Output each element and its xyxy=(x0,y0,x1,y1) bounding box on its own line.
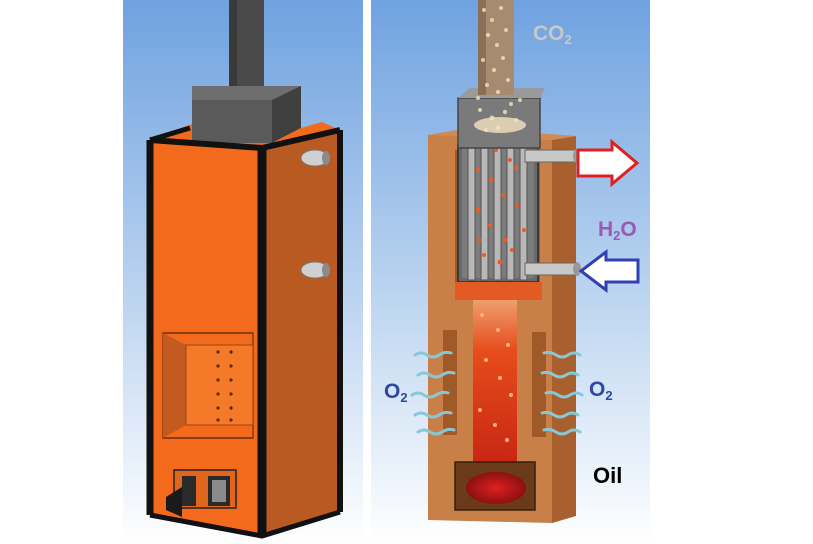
co2-label-sub: 2 xyxy=(564,32,572,47)
fuel-door xyxy=(166,469,237,517)
o2-left-label-main: O xyxy=(384,380,401,403)
cutaway-furnace xyxy=(410,0,640,523)
o2-right-label-main: O xyxy=(589,378,606,401)
air-flow-left xyxy=(410,350,456,436)
co2-label-main: CO xyxy=(533,22,565,45)
flame-column xyxy=(473,300,517,468)
oil-label: Oil xyxy=(593,463,623,488)
water-inlet-pipe xyxy=(524,262,581,276)
air-flow-right xyxy=(540,350,584,436)
left-air-slot xyxy=(443,330,457,435)
lower-water-pipe xyxy=(300,261,330,279)
chimney-base xyxy=(192,100,272,143)
h2o-label-main: H xyxy=(598,218,614,241)
o2-left-label: O2 xyxy=(384,380,408,405)
h2o-label: H2O xyxy=(598,218,637,243)
h2o-label-sub: 2 xyxy=(613,228,621,243)
o2-right-label: O2 xyxy=(589,378,613,403)
exchanger-flames xyxy=(475,148,526,265)
h2o-label-tail: O xyxy=(620,218,637,241)
water-outlet-pipe xyxy=(524,149,581,163)
co2-label: CO2 xyxy=(533,22,572,47)
cold-water-in-arrow xyxy=(578,248,640,294)
closed-furnace xyxy=(146,0,343,539)
furnace-side xyxy=(262,130,340,535)
hot-water-out-arrow xyxy=(576,138,640,188)
flame-particles xyxy=(478,313,513,442)
o2-left-label-sub: 2 xyxy=(400,390,408,405)
upper-water-pipe xyxy=(300,149,330,167)
cutaway-right-side xyxy=(552,136,576,523)
o2-right-label-sub: 2 xyxy=(605,388,613,403)
burning-oil xyxy=(466,472,526,504)
air-holes xyxy=(216,350,233,422)
right-air-slot xyxy=(532,332,546,437)
